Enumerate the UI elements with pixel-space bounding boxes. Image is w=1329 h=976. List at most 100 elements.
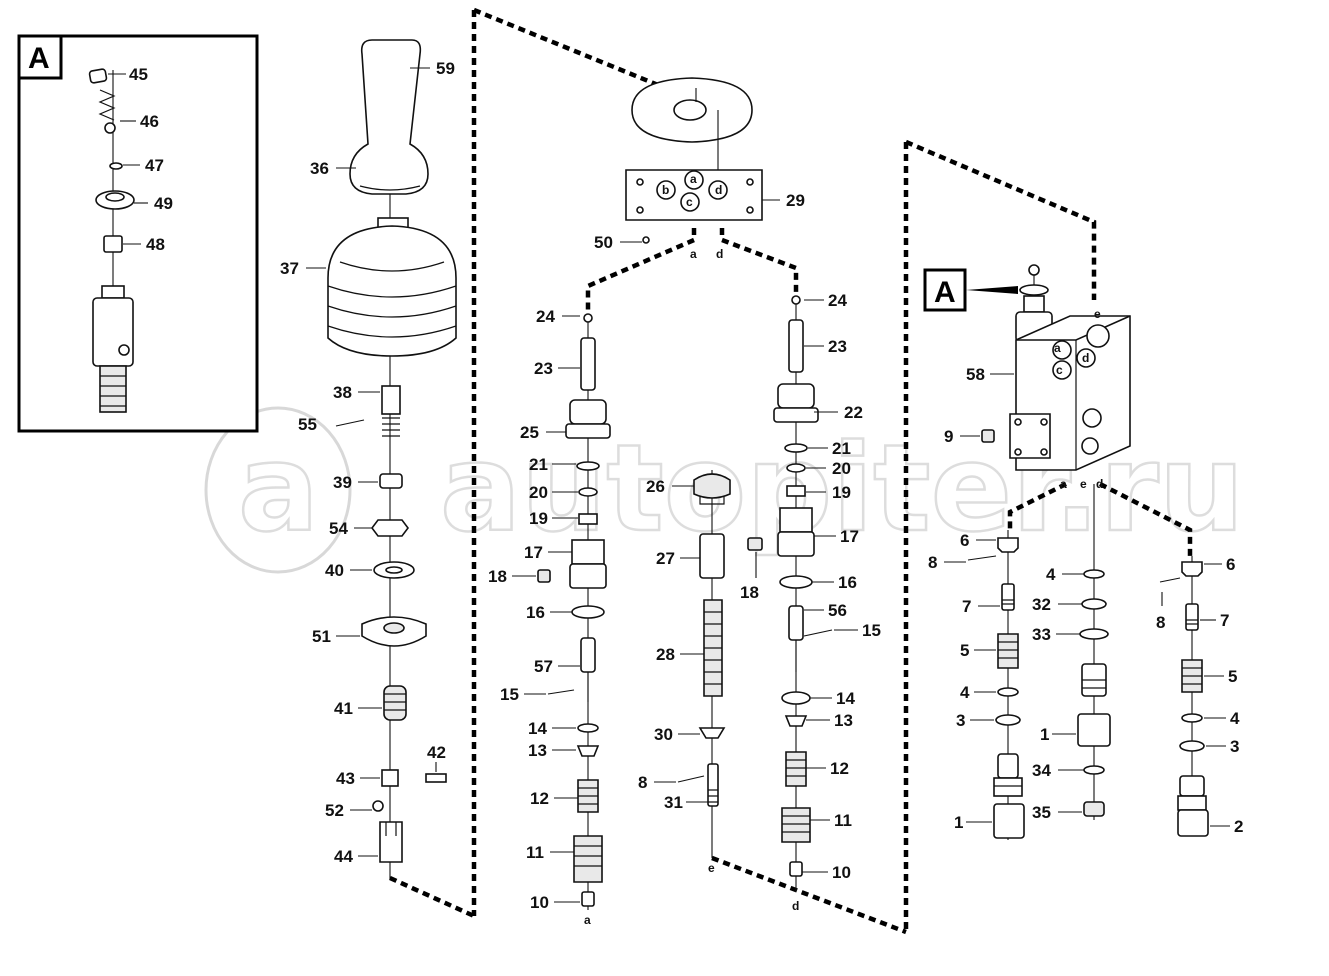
label-7-left: 7: [962, 597, 971, 616]
label-18-left: 18: [488, 567, 507, 586]
block-badge: A: [934, 276, 956, 309]
block-letter-e-top: e: [1094, 307, 1101, 321]
inset-label-46: 46: [140, 112, 159, 131]
plate-letter-c: c: [686, 195, 693, 209]
label-25: 25: [520, 423, 539, 442]
center-plunger-column: e 26 27 28 30 8 31: [638, 470, 731, 875]
label-3-left: 3: [956, 711, 965, 730]
label-58: 58: [966, 365, 985, 384]
port-letter-d: d: [716, 247, 723, 261]
block-letter-d: d: [1082, 351, 1089, 365]
label-16-left: 16: [526, 603, 545, 622]
block-bottom-letter-d: d: [1096, 477, 1103, 491]
label-6-right: 6: [1226, 555, 1235, 574]
inset-badge: A: [28, 42, 50, 75]
label-4-center: 4: [1046, 565, 1056, 584]
label-18-right: 18: [740, 583, 759, 602]
block-bottom-letter-a: a: [1060, 477, 1067, 491]
label-26: 26: [646, 477, 665, 496]
label-14-right: 14: [836, 689, 855, 708]
label-33: 33: [1032, 625, 1051, 644]
block-column-a: 6 8 7 5 4 3 1: [928, 530, 1025, 840]
label-36: 36: [310, 159, 329, 178]
label-12-left: 12: [530, 789, 549, 808]
label-42: 42: [427, 743, 446, 762]
label-13-left: 13: [528, 741, 547, 760]
label-16-right: 16: [838, 573, 857, 592]
label-50: 50: [594, 233, 613, 252]
label-14-left: 14: [528, 719, 547, 738]
label-17-right: 17: [840, 527, 859, 546]
label-54: 54: [329, 519, 348, 538]
label-21-left: 21: [529, 455, 548, 474]
label-19-right: 19: [832, 483, 851, 502]
label-55: 55: [298, 415, 317, 434]
label-40: 40: [325, 561, 344, 580]
label-4-left: 4: [960, 683, 970, 702]
inset-label-49: 49: [154, 194, 173, 213]
label-15-left: 15: [500, 685, 519, 704]
label-6-left: 6: [960, 531, 969, 550]
plate-letter-d: d: [715, 183, 722, 197]
label-32: 32: [1032, 595, 1051, 614]
top-plates: a b d c a d 29 50: [594, 77, 805, 261]
right-push-column: d 24 23 22 21 20 19 17 18 16 56 15 14 13…: [740, 291, 881, 913]
dashed-connectors: [389, 7, 1193, 935]
label-10-left: 10: [530, 893, 549, 912]
label-31: 31: [664, 793, 683, 812]
joystick-assembly: 59 36 37 38 55 39 54 40 51 41 42 43 52 4…: [280, 39, 457, 880]
label-35: 35: [1032, 803, 1051, 822]
label-5-left: 5: [960, 641, 969, 660]
label-44: 44: [334, 847, 353, 866]
block-letter-a: a: [1054, 341, 1061, 355]
bottom-letter-d: d: [792, 899, 799, 913]
label-20-left: 20: [529, 483, 548, 502]
label-28: 28: [656, 645, 675, 664]
label-41: 41: [334, 699, 353, 718]
bottom-letter-e-center: e: [708, 861, 715, 875]
label-43: 43: [336, 769, 355, 788]
label-11-left: 11: [526, 843, 544, 862]
label-57: 57: [534, 657, 553, 676]
label-8-right: 8: [1156, 613, 1165, 632]
label-1-center: 1: [1040, 725, 1049, 744]
label-29: 29: [786, 191, 805, 210]
label-19-left: 19: [529, 509, 548, 528]
left-push-column: a 24 23 25 21 20 19 17 18 16 57 15 14 13…: [488, 307, 611, 927]
block-bottom-letter-e: e: [1080, 477, 1087, 491]
label-38: 38: [333, 383, 352, 402]
label-56: 56: [828, 601, 847, 620]
block-letter-c: c: [1056, 363, 1063, 377]
label-5-right: 5: [1228, 667, 1237, 686]
label-27: 27: [656, 549, 675, 568]
port-letter-a: a: [690, 247, 697, 261]
label-59: 59: [436, 59, 455, 78]
label-7-right: 7: [1220, 611, 1229, 630]
label-23-left: 23: [534, 359, 553, 378]
label-4-right: 4: [1230, 709, 1240, 728]
label-2: 2: [1234, 817, 1243, 836]
label-1-left: 1: [954, 813, 963, 832]
inset-label-48: 48: [146, 235, 165, 254]
label-51: 51: [312, 627, 331, 646]
label-13-right: 13: [834, 711, 853, 730]
label-24-left: 24: [536, 307, 555, 326]
label-37: 37: [280, 259, 299, 278]
label-17-left: 17: [524, 543, 543, 562]
inset-label-45: 45: [129, 65, 148, 84]
label-8-center: 8: [638, 773, 647, 792]
plate-letter-a: a: [690, 172, 697, 186]
label-23-right: 23: [828, 337, 847, 356]
label-3-right: 3: [1230, 737, 1239, 756]
inset-label-47: 47: [145, 156, 164, 175]
label-15-right: 15: [862, 621, 881, 640]
label-52: 52: [325, 801, 344, 820]
label-39: 39: [333, 473, 352, 492]
label-10-right: 10: [832, 863, 851, 882]
label-34: 34: [1032, 761, 1051, 780]
block-column-e: 4 32 33 1 34 35: [1032, 484, 1111, 822]
label-8-left: 8: [928, 553, 937, 572]
label-20-right: 20: [832, 459, 851, 478]
label-22: 22: [844, 403, 863, 422]
